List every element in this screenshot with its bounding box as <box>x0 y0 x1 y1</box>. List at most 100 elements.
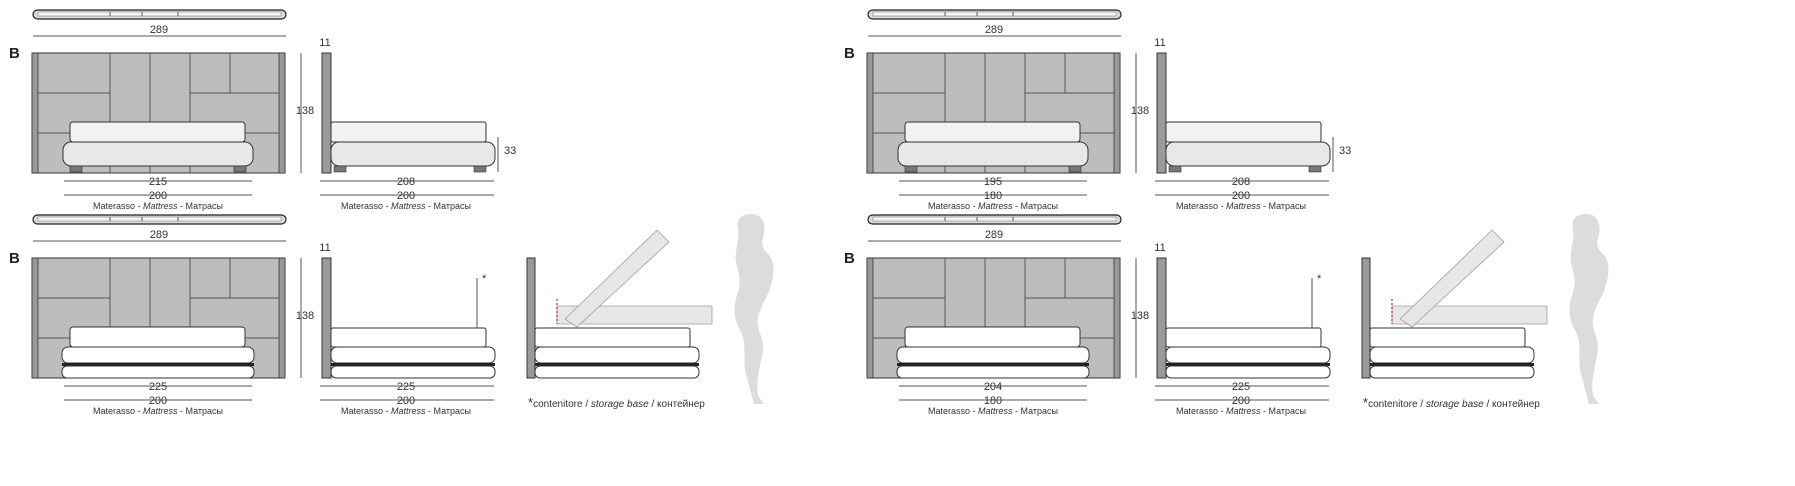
mattress-caption: Materasso - Mattress - Матрасы <box>93 201 223 211</box>
side-length-value: 208 <box>397 176 415 188</box>
side-base <box>1165 141 1331 167</box>
storage-lifted-platform <box>564 229 670 328</box>
mattress-caption-it: Materasso - <box>928 406 978 416</box>
front-mattress-value: 200 <box>149 190 167 202</box>
storage-lower-frame <box>556 305 713 325</box>
storage-mattress <box>534 327 691 348</box>
mattress-caption-ru: - Матрасы <box>426 201 472 211</box>
mattress-caption-en: Mattress <box>978 406 1013 416</box>
storage-base-band <box>535 363 699 366</box>
mattress-caption: Materasso - Mattress - Матрасы <box>928 406 1058 416</box>
side-length-value: 225 <box>397 381 415 393</box>
storage-note-ru: / контейнер <box>1484 399 1541 410</box>
front-width-value: 215 <box>149 176 167 188</box>
side-length-value: 225 <box>1232 381 1250 393</box>
storage-marker: * <box>1317 273 1322 285</box>
mattress-caption-en: Mattress <box>143 406 178 416</box>
storage-mattress <box>1369 327 1526 348</box>
side-mattress-value: 200 <box>397 190 415 202</box>
storage-note-it: contenitore / <box>1368 399 1426 410</box>
storage-base-top <box>534 346 700 364</box>
headboard-side-right <box>1113 257 1121 379</box>
mattress-caption: Materasso - Mattress - Матрасы <box>93 406 223 416</box>
storage-note-it: contenitore / <box>533 399 591 410</box>
headboard-side-right <box>278 52 286 174</box>
mattress-caption-ru: - Матрасы <box>1013 201 1059 211</box>
mattress-caption-it: Materasso - <box>93 201 143 211</box>
mattress-caption-en: Mattress <box>1226 201 1261 211</box>
storage-lifted-platform <box>1399 229 1505 328</box>
front-mattress-value: 180 <box>984 190 1002 202</box>
storage-lower-frame <box>1391 305 1548 325</box>
storage-note: *contenitore / storage base / контейнер <box>528 395 705 410</box>
storage-marker: * <box>482 273 487 285</box>
top-width-value: 289 <box>985 229 1003 241</box>
height-value: 138 <box>296 310 314 322</box>
storage-note-en: storage base <box>1426 399 1484 410</box>
front-base-band <box>897 363 1089 366</box>
front-mattress <box>69 326 246 348</box>
side-mattress <box>330 121 487 143</box>
variant-label: B <box>9 45 20 62</box>
storage-headboard <box>1361 257 1371 379</box>
front-width-value: 195 <box>984 176 1002 188</box>
side-mattress-value: 200 <box>1232 190 1250 202</box>
mattress-caption-it: Materasso - <box>341 201 391 211</box>
front-mattress <box>69 121 246 143</box>
front-foot-left <box>69 165 83 173</box>
variant-label: B <box>844 250 855 267</box>
side-mattress <box>1165 327 1322 348</box>
side-mattress-value: 200 <box>397 395 415 407</box>
front-foot-right <box>1068 165 1082 173</box>
mattress-caption-ru: - Матрасы <box>1261 201 1307 211</box>
front-base-bottom <box>61 365 255 379</box>
side-mattress <box>330 327 487 348</box>
side-foot-left <box>1168 165 1182 173</box>
headboard-thickness-value: 11 <box>319 37 330 49</box>
mattress-caption-en: Mattress <box>391 201 426 211</box>
front-base-band <box>62 363 254 366</box>
headboard-side-left <box>866 257 874 379</box>
front-base-bottom <box>896 365 1090 379</box>
side-base-top <box>330 346 496 364</box>
mattress-caption-ru: - Матрасы <box>1013 406 1059 416</box>
headboard-thickness-value: 11 <box>1154 37 1165 49</box>
headboard-side-right <box>278 257 286 379</box>
height-value: 138 <box>296 105 314 117</box>
side-headboard <box>321 52 332 174</box>
top-width-value: 289 <box>150 24 168 36</box>
storage-base-bottom <box>534 365 700 379</box>
side-length-value: 208 <box>1232 176 1250 188</box>
headboard-side-left <box>866 52 874 174</box>
side-mattress <box>1165 121 1322 143</box>
top-view-inner <box>872 11 1117 17</box>
storage-note-en: storage base <box>591 399 649 410</box>
front-base <box>897 141 1089 167</box>
mattress-caption-it: Materasso - <box>1176 201 1226 211</box>
front-mattress-value: 180 <box>984 395 1002 407</box>
mattress-caption-it: Materasso - <box>928 201 978 211</box>
top-width-value: 289 <box>150 229 168 241</box>
top-view-inner <box>37 11 282 17</box>
side-base-bottom <box>330 365 496 379</box>
mattress-caption-ru: - Матрасы <box>178 201 224 211</box>
mattress-caption-en: Mattress <box>978 201 1013 211</box>
front-base-top <box>61 346 255 364</box>
side-base-bottom <box>1165 365 1331 379</box>
headboard-thickness-value: 11 <box>319 242 330 254</box>
storage-base-bottom <box>1369 365 1535 379</box>
height-value: 138 <box>1131 310 1149 322</box>
side-headboard <box>321 257 332 379</box>
side-headboard <box>1156 52 1167 174</box>
front-mattress-value: 200 <box>149 395 167 407</box>
storage-note-ru: / контейнер <box>649 399 706 410</box>
front-base <box>62 141 254 167</box>
headboard-side-left <box>31 52 39 174</box>
base-height-value: 33 <box>1339 145 1351 157</box>
front-width-value: 204 <box>984 381 1002 393</box>
